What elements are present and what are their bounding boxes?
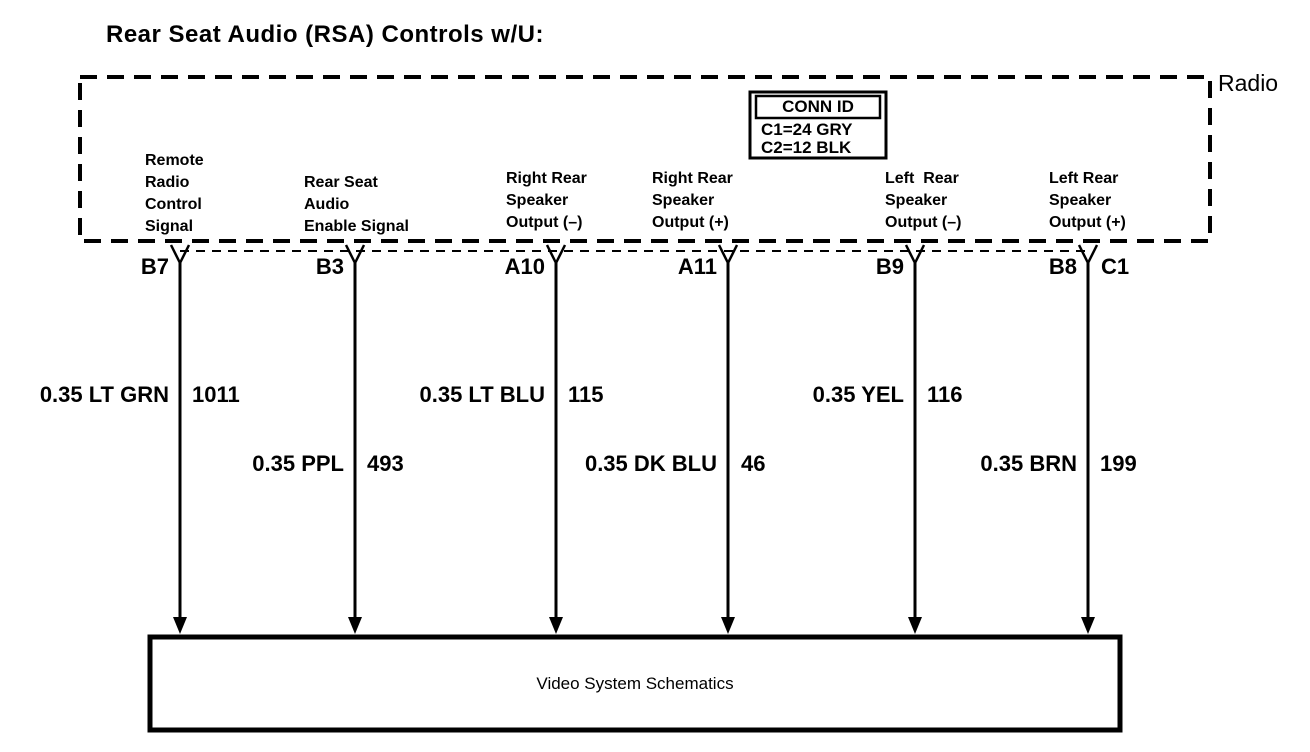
circuit-number-116: 116 bbox=[927, 382, 963, 407]
connector-fork bbox=[545, 244, 567, 266]
wire-label-brn: 0.35 BRN bbox=[980, 451, 1077, 476]
diagram-title: Rear Seat Audio (RSA) Controls w/U: bbox=[106, 21, 544, 48]
arrowhead bbox=[348, 617, 362, 634]
destination-box-label: Video System Schematics bbox=[536, 673, 734, 693]
wire-label-lt-grn: 0.35 LT GRN bbox=[39, 382, 169, 407]
signal-label-left-rear-speaker-minus: Left Rear Speaker Output (–) bbox=[885, 170, 962, 231]
component-label: Radio bbox=[1218, 70, 1279, 96]
connector-fork bbox=[717, 244, 739, 266]
wire-label-yel: 0.35 YEL bbox=[812, 382, 904, 407]
arrowhead bbox=[721, 617, 735, 634]
conn-id-header-box bbox=[754, 94, 882, 120]
pin-label-b8: B8 bbox=[1048, 254, 1077, 279]
conn-id-box bbox=[748, 90, 888, 160]
connector-fork bbox=[1077, 244, 1099, 266]
signal-label-remote-radio-control: Remote Radio Control Signal bbox=[145, 152, 204, 235]
signal-label-left-rear-speaker-plus: Left Rear Speaker Output (+) bbox=[1049, 170, 1126, 231]
arrowhead bbox=[549, 617, 563, 634]
signal-label-right-rear-speaker-plus: Right Rear Speaker Output (+) bbox=[652, 170, 733, 231]
conn-id-row: C2=12 BLK bbox=[761, 138, 852, 157]
circuit-number-46: 46 bbox=[741, 451, 766, 476]
circuit-number-199: 199 bbox=[1100, 451, 1137, 476]
circuit-number-115: 115 bbox=[568, 382, 604, 407]
connector-fork bbox=[169, 244, 191, 266]
arrowhead bbox=[908, 617, 922, 634]
wire-label-lt-blu: 0.35 LT BLU bbox=[419, 382, 545, 407]
arrowhead bbox=[173, 617, 187, 634]
wire-label-ppl: 0.35 PPL bbox=[252, 451, 344, 476]
connector-fork bbox=[904, 244, 926, 266]
pin-label-a11: A11 bbox=[677, 254, 717, 279]
destination-box bbox=[147, 634, 1123, 733]
connector-id-label: C1 bbox=[1101, 254, 1130, 279]
pin-label-b7: B7 bbox=[140, 254, 169, 279]
radio-component-box bbox=[78, 75, 1212, 243]
signal-label-right-rear-speaker-minus: Right Rear Speaker Output (–) bbox=[506, 170, 587, 231]
signal-label-rear-seat-audio-enable: Rear Seat Audio Enable Signal bbox=[304, 174, 409, 235]
connector-fork bbox=[344, 244, 366, 266]
arrowhead bbox=[1081, 617, 1095, 634]
pin-label-b9: B9 bbox=[875, 254, 904, 279]
wire-label-dk-blu: 0.35 DK BLU bbox=[584, 451, 717, 476]
conn-id-header: CONN ID bbox=[782, 97, 854, 116]
pin-label-b3: B3 bbox=[315, 254, 344, 279]
circuit-number-1011: 1011 bbox=[192, 382, 240, 407]
pin-label-a10: A10 bbox=[504, 254, 545, 279]
conn-id-row: C1=24 GRY bbox=[761, 120, 853, 139]
circuit-number-493: 493 bbox=[367, 451, 404, 476]
